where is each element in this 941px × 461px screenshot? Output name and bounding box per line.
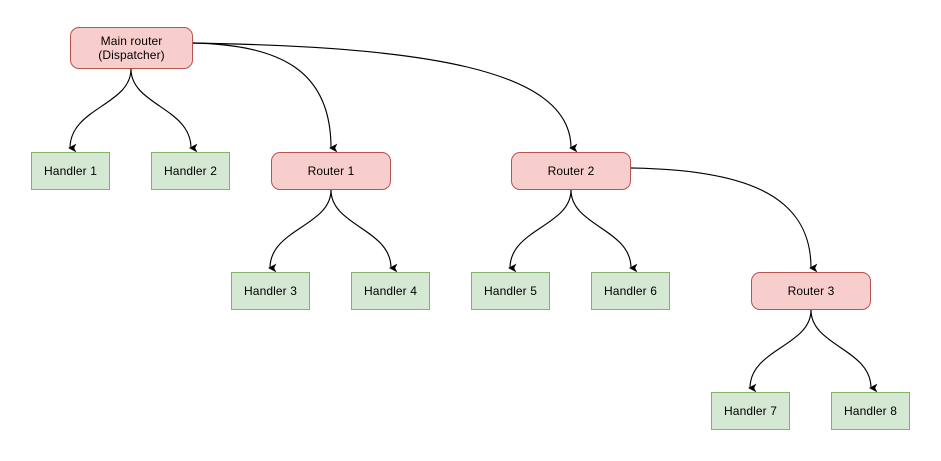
edge-paths: [70, 42, 871, 388]
node-handler-1[interactable]: Handler 1: [31, 152, 110, 190]
node-label: Handler 8: [844, 404, 897, 418]
edge-router2-handler6: [570, 189, 631, 268]
node-label: Router 3: [787, 284, 835, 298]
node-label: Handler 3: [244, 284, 297, 298]
node-label: Handler 1: [44, 164, 97, 178]
node-label: Main router (Dispatcher): [98, 34, 165, 62]
node-router-1[interactable]: Router 1: [271, 152, 391, 190]
node-label: Router 1: [307, 164, 355, 178]
edge-router2-handler5: [510, 189, 572, 268]
edge-main-router2: [192, 42, 571, 148]
node-label: Router 2: [547, 164, 595, 178]
edge-main-router1: [192, 42, 331, 148]
node-label: Handler 5: [484, 284, 537, 298]
node-handler-4[interactable]: Handler 4: [351, 272, 430, 310]
node-handler-8[interactable]: Handler 8: [831, 392, 910, 430]
node-label: Handler 2: [164, 164, 217, 178]
node-label: Handler 4: [364, 284, 417, 298]
node-router-3[interactable]: Router 3: [751, 272, 871, 310]
node-handler-5[interactable]: Handler 5: [471, 272, 550, 310]
edge-main-handler1: [70, 68, 132, 148]
edge-router2-router3: [630, 167, 811, 268]
edge-router3-handler8: [810, 309, 871, 388]
node-handler-6[interactable]: Handler 6: [591, 272, 670, 310]
edge-main-handler2: [130, 68, 191, 148]
node-router-2[interactable]: Router 2: [511, 152, 631, 190]
node-label: Handler 6: [604, 284, 657, 298]
node-handler-2[interactable]: Handler 2: [151, 152, 230, 190]
node-handler-7[interactable]: Handler 7: [711, 392, 790, 430]
edge-router1-handler3: [270, 189, 332, 268]
edge-router1-handler4: [330, 189, 391, 268]
node-main-router[interactable]: Main router (Dispatcher): [70, 27, 193, 69]
edge-router3-handler7: [750, 309, 812, 388]
node-handler-3[interactable]: Handler 3: [231, 272, 310, 310]
node-label: Handler 7: [724, 404, 777, 418]
